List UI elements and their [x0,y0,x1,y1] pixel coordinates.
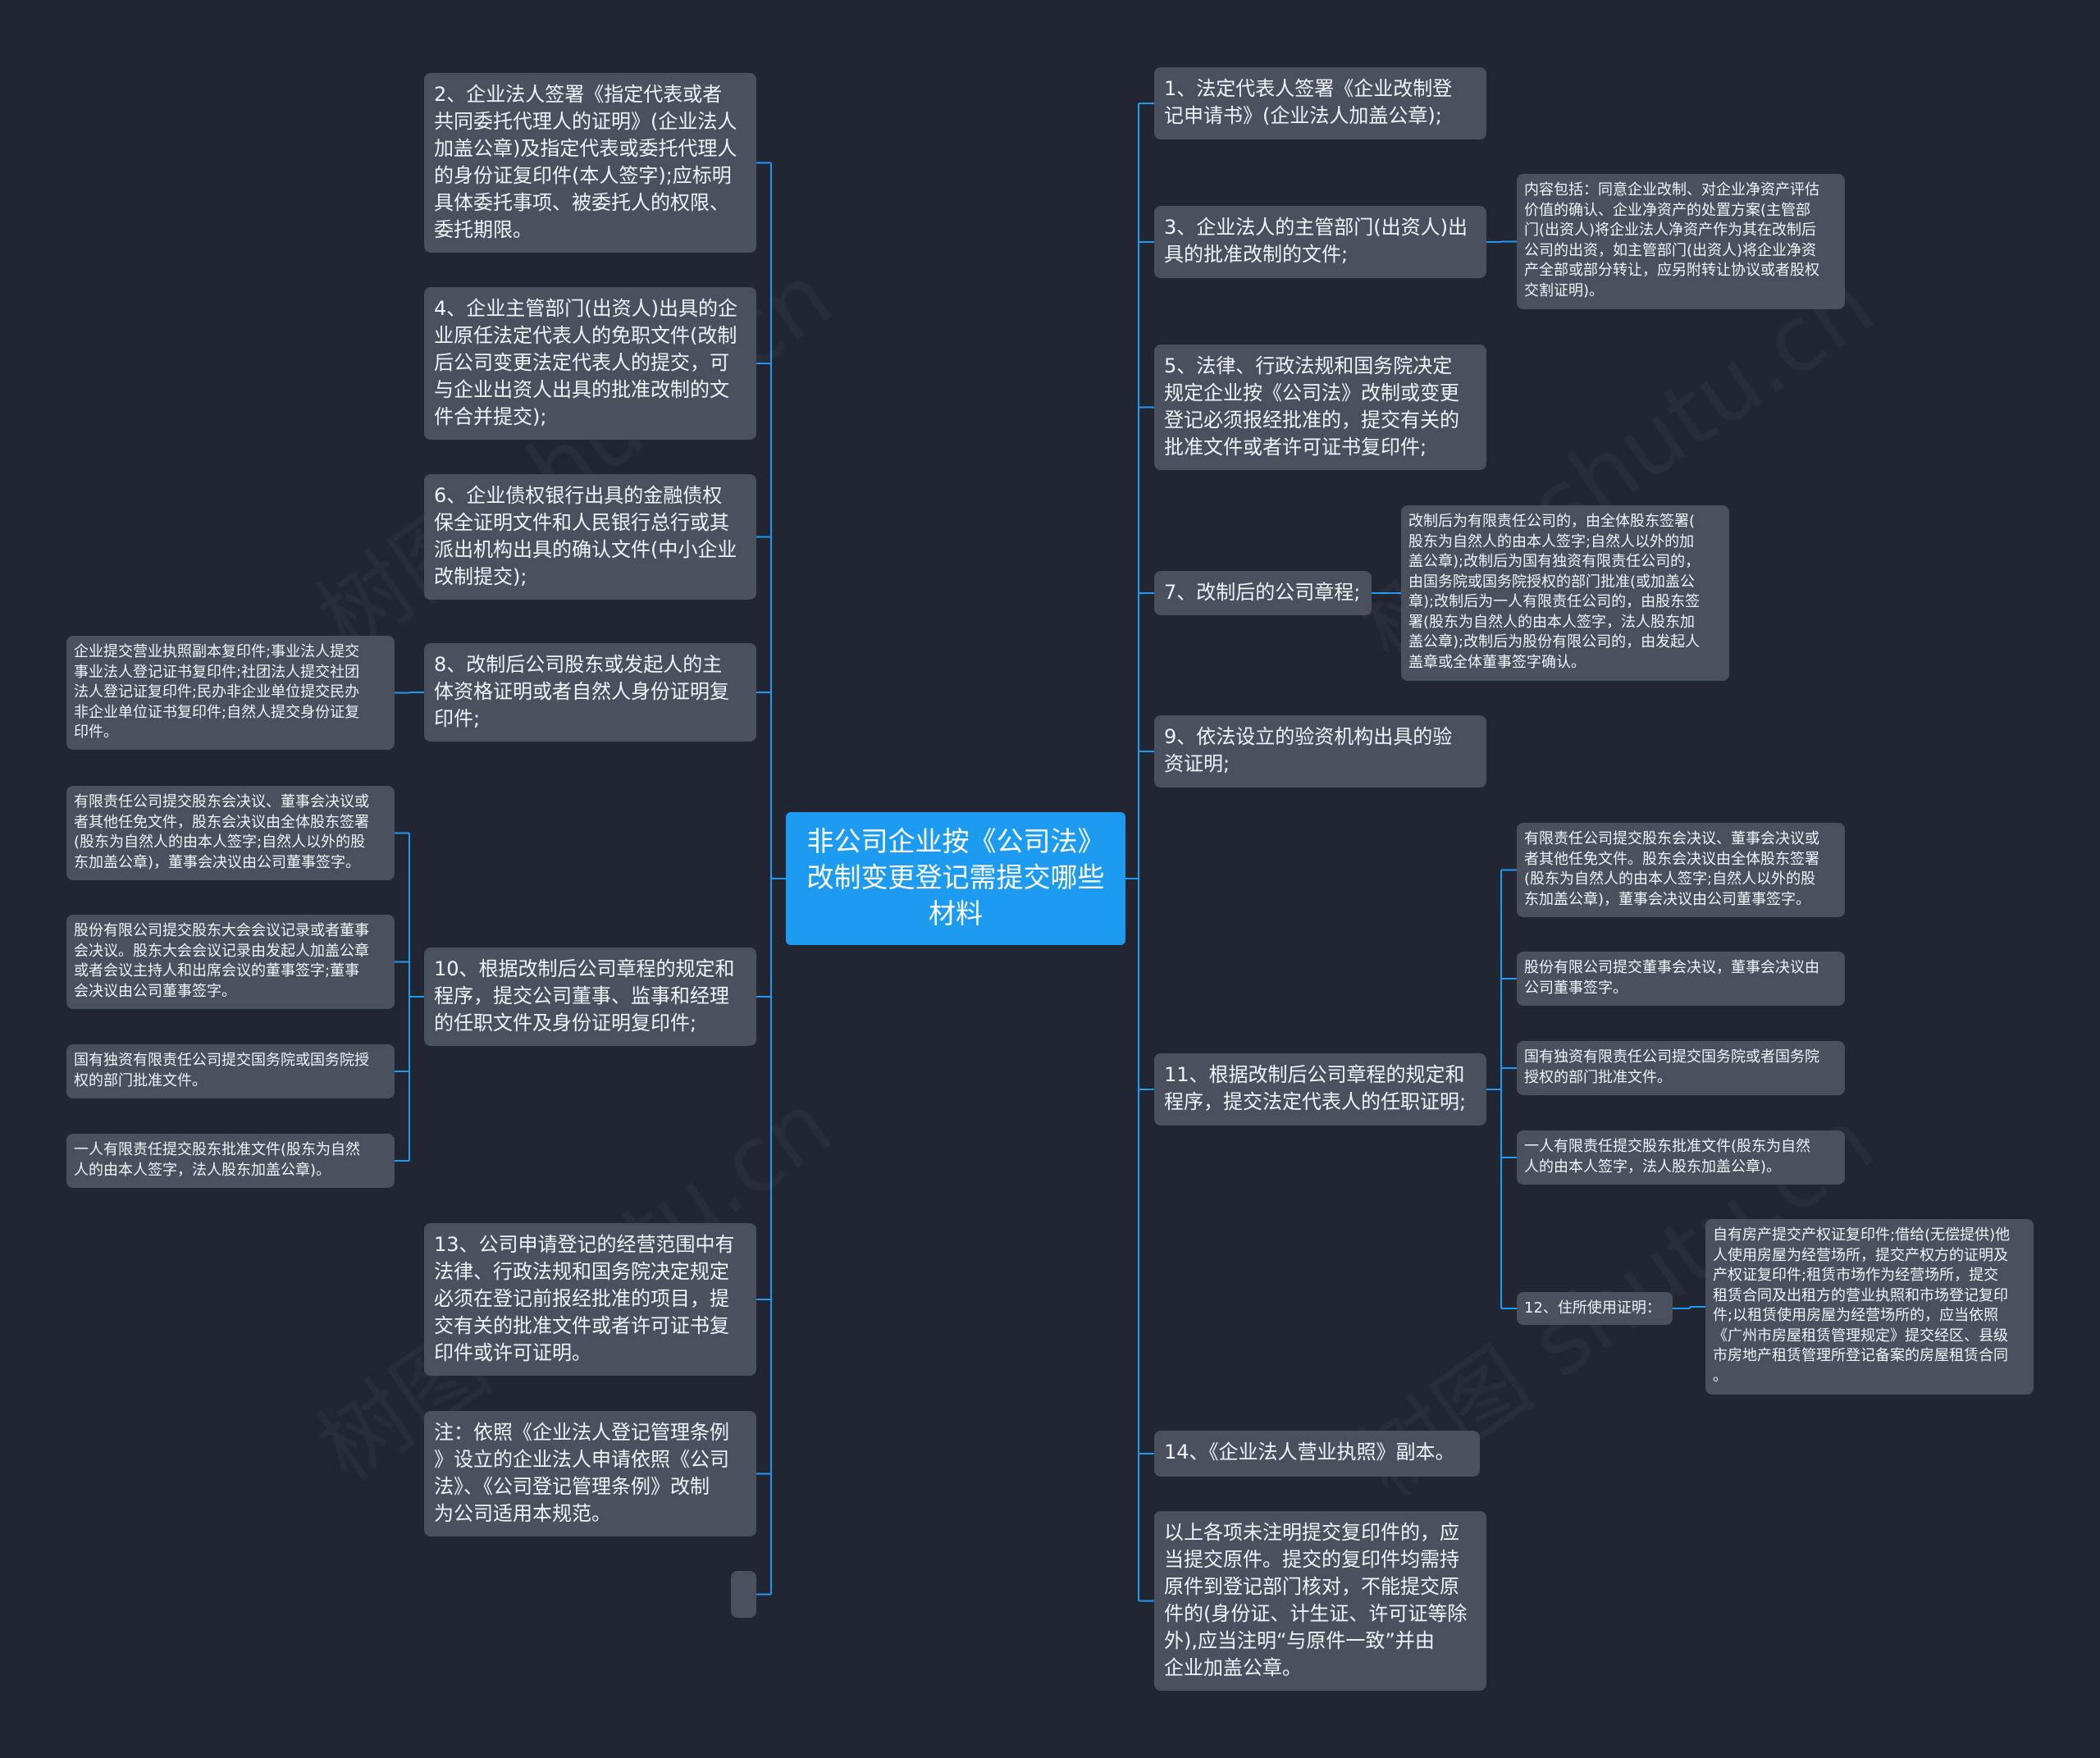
right-branch-6-detail-2[interactable]: 股份有限公司提交董事会决议，董事会决议由 公司董事签字。 [1517,952,1845,1006]
left-branch-2[interactable]: 4、企业主管部门(出资人)出具的企 业原任法定代表人的免职文件(改制 后公司变更… [424,287,756,440]
right-branch-6-detail-4[interactable]: 一人有限责任提交股东批准文件(股东为自然 人的由本人签字，法人股东加盖公章)。 [1517,1130,1845,1185]
right-branch-6-detail-5-sub[interactable]: 自有房产提交产权证复印件;借给(无偿提供)他 人使用房屋为经营场所，提交产权方的… [1705,1219,2034,1395]
right-branch-4[interactable]: 7、改制后的公司章程; [1154,571,1372,615]
left-branch-4[interactable]: 8、改制后公司股东或发起人的主 体资格证明或者自然人身份证明复 印件; [424,643,756,742]
right-branch-6[interactable]: 11、根据改制后公司章程的规定和 程序，提交法定代表人的任职证明; [1154,1053,1486,1126]
right-branch-6-detail-1[interactable]: 有限责任公司提交股东会决议、董事会决议或 者其他任免文件。股东会决议由全体股东签… [1517,823,1845,917]
right-branch-8[interactable]: 以上各项未注明提交复印件的，应 当提交原件。提交的复印件均需持 原件到登记部门核… [1154,1511,1486,1691]
left-branch-5-detail-4[interactable]: 一人有限责任提交股东批准文件(股东为自然 人的由本人签字，法人股东加盖公章)。 [66,1134,395,1188]
left-branch-7[interactable]: 注：依照《企业法人登记管理条例 》设立的企业法人申请依照《公司 法》、《公司登记… [424,1411,756,1537]
left-branch-1[interactable]: 2、企业法人签署《指定代表或者 共同委托代理人的证明》(企业法人 加盖公章)及指… [424,73,756,253]
left-branch-5-detail-2[interactable]: 股份有限公司提交股东大会会议记录或者董事 会决议。股东大会会议记录由发起人加盖公… [66,915,395,1009]
left-branch-5-detail-1[interactable]: 有限责任公司提交股东会决议、董事会决议或 者其他任免文件，股东会决议由全体股东签… [66,786,395,880]
left-branch-empty[interactable] [731,1571,756,1618]
right-branch-1[interactable]: 1、法定代表人签署《企业改制登 记申请书》(企业法人加盖公章); [1154,67,1486,139]
left-branch-5-detail-3[interactable]: 国有独资有限责任公司提交国务院或国务院授 权的部门批准文件。 [66,1044,395,1098]
right-branch-7[interactable]: 14、《企业法人营业执照》副本。 [1154,1431,1480,1477]
right-branch-2-detail[interactable]: 内容包括：同意企业改制、对企业净资产评估 价值的确认、企业净资产的处置方案(主管… [1517,174,1845,309]
root-topic[interactable]: 非公司企业按《公司法》 改制变更登记需提交哪些 材料 [786,812,1125,945]
left-branch-5[interactable]: 10、根据改制后公司章程的规定和 程序，提交公司董事、监事和经理 的任职文件及身… [424,947,756,1046]
right-branch-6-detail-5[interactable]: 12、住所使用证明： [1517,1292,1673,1325]
right-branch-2[interactable]: 3、企业法人的主管部门(出资人)出 具的批准改制的文件; [1154,206,1486,278]
left-branch-4-detail[interactable]: 企业提交营业执照副本复印件;事业法人提交 事业法人登记证书复印件;社团法人提交社… [66,636,395,750]
right-branch-5[interactable]: 9、依法设立的验资机构出具的验 资证明; [1154,715,1486,788]
left-branch-6[interactable]: 13、公司申请登记的经营范围中有 法律、行政法规和国务院决定规定 必须在登记前报… [424,1223,756,1376]
right-branch-6-detail-3[interactable]: 国有独资有限责任公司提交国务院或者国务院 授权的部门批准文件。 [1517,1041,1845,1095]
right-branch-3[interactable]: 5、法律、行政法规和国务院决定 规定企业按《公司法》改制或变更 登记必须报经批准… [1154,345,1486,470]
right-branch-4-detail[interactable]: 改制后为有限责任公司的，由全体股东签署( 股东为自然人的由本人签字;自然人以外的… [1401,505,1729,681]
left-branch-3[interactable]: 6、企业债权银行出具的金融债权 保全证明文件和人民银行总行或其 派出机构出具的确… [424,474,756,600]
